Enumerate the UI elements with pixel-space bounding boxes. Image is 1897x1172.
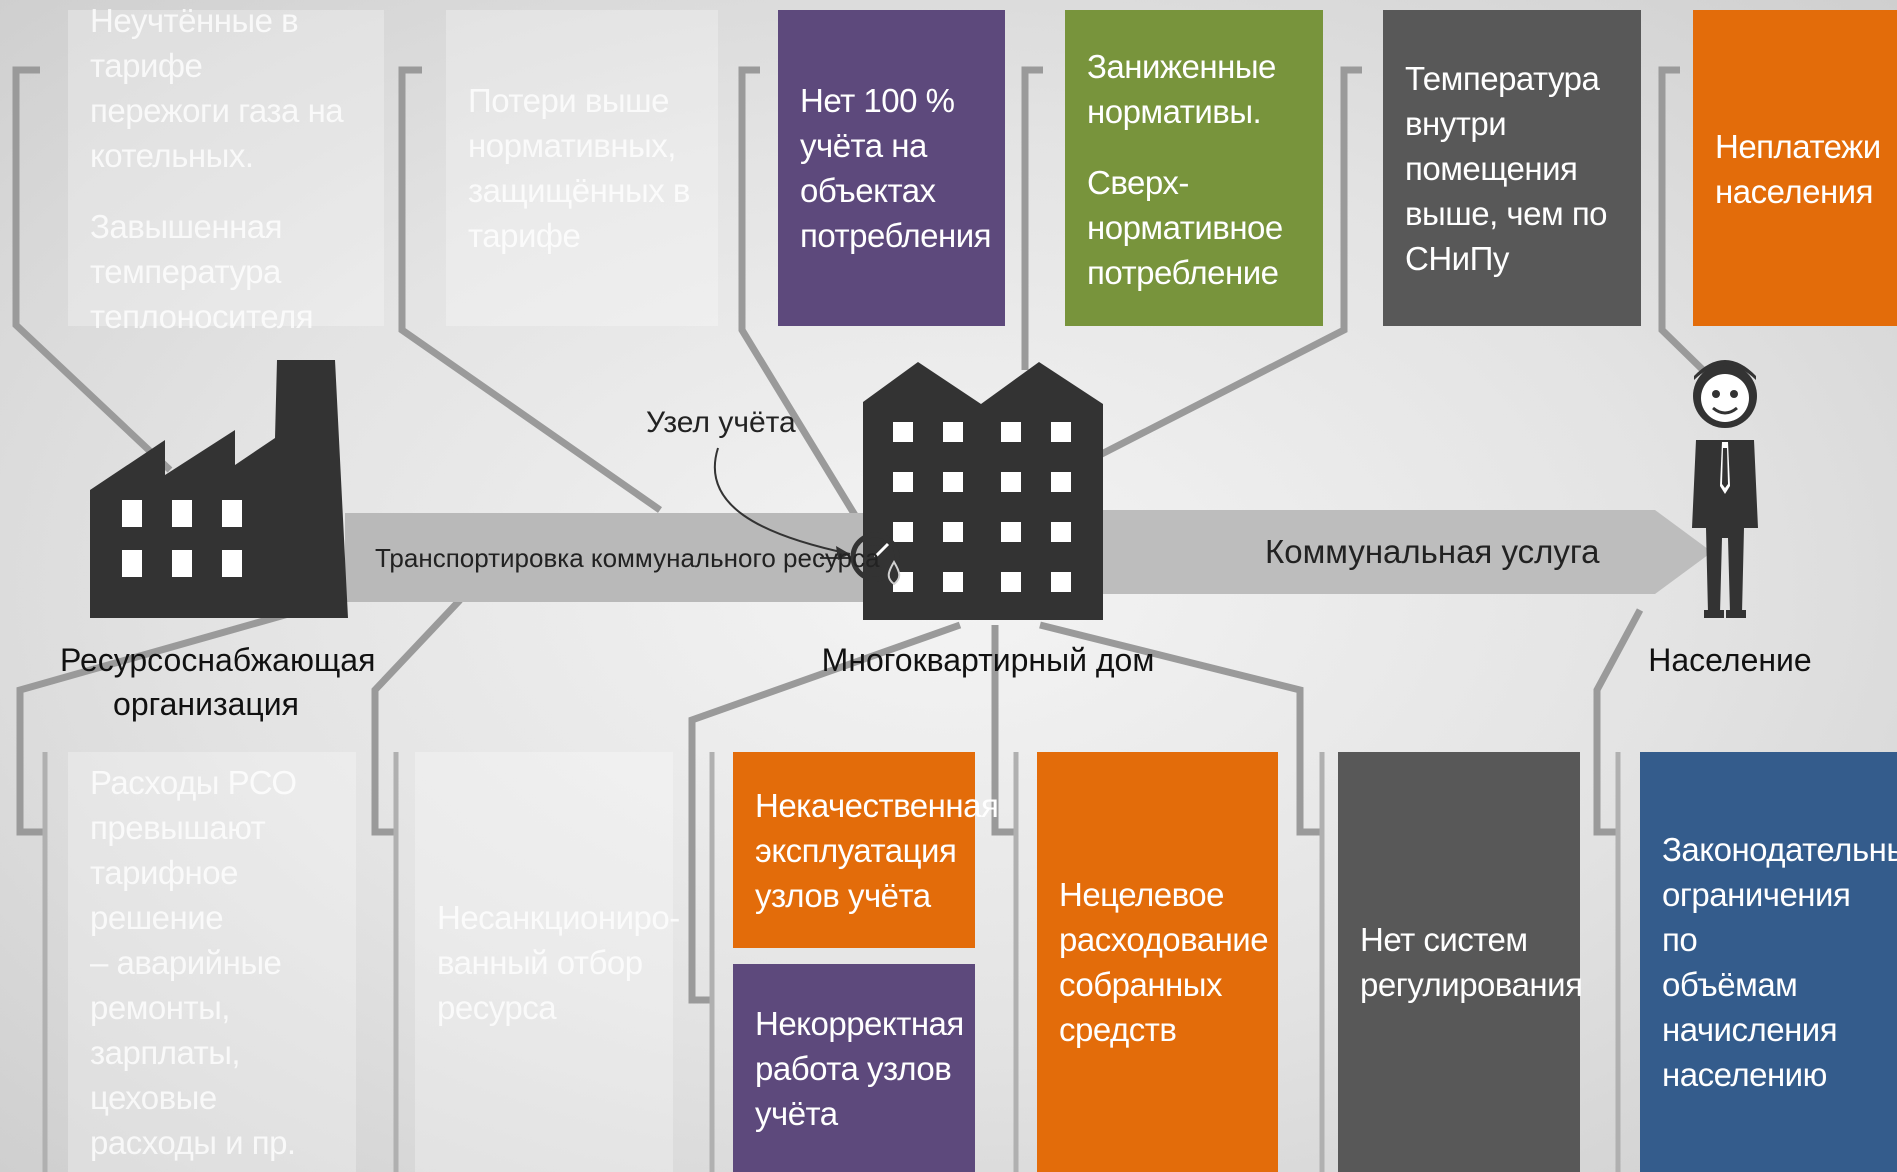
bottom-box-2-text: Несанкциониро- ванный отбор ресурса <box>437 898 680 1026</box>
bottom-box-6: Нет систем регулирования <box>1338 752 1583 1172</box>
top-box-1-text-2: Завышенная температура теплоносителя <box>90 207 314 335</box>
top-box-3-text: Нет 100 % учёта на объектах потребления <box>800 82 992 254</box>
population-label: Население <box>1648 642 1812 678</box>
top-box-5-text: Температура внутри помещения выше, чем п… <box>1405 59 1608 277</box>
connector-bottom-6 <box>1593 608 1644 836</box>
connector-bottom-5 <box>1039 621 1322 836</box>
top-box-1-text-1: Неучтённые в тарифе пережоги газа на кот… <box>90 1 344 174</box>
service-arrow <box>1100 510 1712 594</box>
connector-top-3 <box>738 66 878 550</box>
connector-bottom-3 <box>688 621 962 1004</box>
building-label: Многоквартирный дом <box>821 642 1155 678</box>
connector-bottom-1 <box>16 601 321 836</box>
transport-label: Транспортировка коммунального ресурса <box>375 543 880 573</box>
rso-label: Ресурсоснабжающая организация <box>60 642 376 722</box>
connector-bottom-2 <box>371 597 463 836</box>
transport-arrow <box>345 513 945 602</box>
bottom-box-4: Некорректная работа узлов учёта <box>733 964 975 1172</box>
top-box-2-text: Потери выше нормативных, защищённых в та… <box>468 82 690 254</box>
top-box-6-text: Неплатежи населения <box>1715 128 1881 210</box>
person-icon <box>1692 360 1758 618</box>
service-label: Коммунальная услуга <box>1265 533 1600 570</box>
meter-icon <box>850 532 901 586</box>
bottom-box-1-text: Расходы РСО превышают тарифное решение –… <box>90 763 297 1161</box>
factory-icon <box>90 360 348 618</box>
connector-bottom-4 <box>991 625 1016 836</box>
top-box-1: Неучтённые в тарифе пережоги газа на кот… <box>68 2 384 335</box>
bottom-box-3: Некачественная эксплуатация узлов учёта <box>733 752 999 948</box>
apartment-building-icon <box>863 362 1103 620</box>
bottom-box-2: Несанкциониро- ванный отбор ресурса <box>415 752 680 1172</box>
connector-top-1 <box>12 66 173 473</box>
top-box-3: Нет 100 % учёта на объектах потребления <box>778 10 1005 326</box>
top-box-6: Неплатежи населения <box>1693 10 1897 326</box>
bottom-box-5-text: Нецелевое расходование собранных средств <box>1059 876 1269 1048</box>
connector-top-2 <box>398 66 663 513</box>
bottom-box-5: Нецелевое расходование собранных средств <box>1037 752 1278 1172</box>
bottom-box-7-text: Законодательные ограничения по объёмам н… <box>1662 831 1897 1093</box>
meter-callout-arrow <box>713 447 851 555</box>
connector-top-6 <box>1658 66 1708 375</box>
bottom-box-1: Расходы РСО превышают тарифное решение –… <box>68 752 356 1172</box>
bottom-box-4-text: Некорректная работа узлов учёта <box>755 1004 964 1132</box>
bottom-box-7: Законодательные ограничения по объёмам н… <box>1640 752 1897 1172</box>
bottom-box-3-text: Некачественная эксплуатация узлов учёта <box>755 786 999 914</box>
meter-node-label: Узел учёта <box>646 406 796 439</box>
top-box-5: Температура внутри помещения выше, чем п… <box>1383 10 1641 326</box>
connector-top-4 <box>1021 66 1043 370</box>
top-box-4: Заниженные нормативы. Сверх- нормативное… <box>1065 10 1323 326</box>
top-box-2: Потери выше нормативных, защищённых в та… <box>446 10 718 326</box>
connector-top-5 <box>1088 66 1362 464</box>
top-box-4-text-2: Сверх- нормативное потребление <box>1087 164 1283 291</box>
meter-callout-arrowhead <box>836 546 850 560</box>
top-box-4-text-1: Заниженные нормативы. <box>1087 48 1276 130</box>
bottom-box-6-text: Нет систем регулирования <box>1360 921 1583 1003</box>
